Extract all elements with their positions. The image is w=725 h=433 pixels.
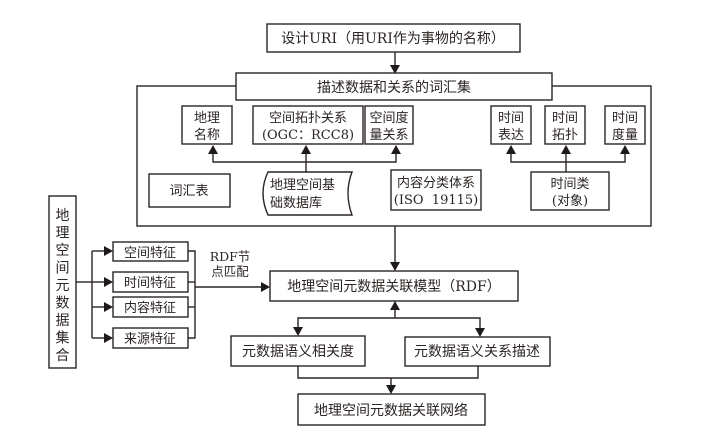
arrow-down <box>293 327 303 336</box>
arrow-down <box>386 385 396 394</box>
connector <box>188 250 196 339</box>
semantic-relation-label: 元数据语义关系描述 <box>414 344 540 360</box>
spatial-metric-line2: 量关系 <box>369 128 408 143</box>
arrow-down <box>475 328 485 337</box>
arrow-right <box>104 277 113 287</box>
time-topology-node: 时间 拓扑 <box>544 105 586 145</box>
metadata-set-char: 理 <box>56 226 70 242</box>
association-network-node: 地理空间元数据关联网络 <box>297 393 486 426</box>
spatial-metric-line1: 空间度 <box>369 110 408 126</box>
arrow-up <box>208 145 218 154</box>
feature-source-node: 来源特征 <box>112 327 189 349</box>
metadata-set-char: 数 <box>56 296 70 312</box>
time-metric-line1: 时间 <box>612 111 638 126</box>
content-taxonomy-line2: (ISO 19115) <box>394 193 478 208</box>
arrow-up <box>506 145 516 154</box>
place-name-line2: 名称 <box>194 127 220 143</box>
base-database-line2: 础数据库 <box>270 195 322 211</box>
semantic-relevance-label: 元数据语义相关度 <box>242 344 354 360</box>
connector <box>297 317 481 328</box>
time-class-line1: 时间类 <box>550 177 589 192</box>
time-class-node: 时间类 (对象) <box>530 171 610 211</box>
feature-content-label: 内容特征 <box>124 300 176 316</box>
uri-design-label: 设计URI（用URI作为事物的名称） <box>281 31 505 47</box>
metadata-set-char: 元 <box>56 278 70 294</box>
spatial-topology-node: 空间拓扑关系 (OGC：RCC8) <box>252 105 364 145</box>
base-database-line1: 地理空间基 <box>270 178 335 193</box>
metadata-set-char: 集 <box>56 330 70 347</box>
metadata-set-char: 合 <box>56 348 70 364</box>
metadata-set-char: 空 <box>56 243 70 259</box>
arrow-right <box>104 246 113 256</box>
uri-design-node: 设计URI（用URI作为事物的名称） <box>266 23 521 53</box>
spatial-topology-line1: 空间拓扑关系 <box>269 111 347 126</box>
time-topology-line1: 时间 <box>552 111 578 126</box>
association-network-label: 地理空间元数据关联网络 <box>314 403 468 419</box>
time-expression-node: 时间 表达 <box>490 105 532 145</box>
connector <box>510 153 626 163</box>
arrow-up <box>391 145 401 154</box>
metadata-set-char: 地 <box>56 208 70 224</box>
time-expression-line2: 表达 <box>498 128 524 143</box>
feature-spatial-node: 空间特征 <box>112 241 189 262</box>
arrow-right <box>261 282 270 292</box>
feature-temporal-node: 时间特征 <box>112 271 189 293</box>
feature-spatial-label: 空间特征 <box>124 246 176 261</box>
spatial-metric-node: 空间度 量关系 <box>364 105 414 145</box>
arrow-up <box>620 145 630 154</box>
vocab-header-node: 描述数据和关系的词汇集 <box>235 72 553 101</box>
rdf-model-node: 地理空间元数据关联模型（RDF） <box>269 270 519 302</box>
arrow-up <box>390 301 400 310</box>
vocab-header-label: 描述数据和关系的词汇集 <box>317 79 471 96</box>
arrow-up <box>301 145 311 154</box>
time-expression-line1: 时间 <box>498 111 524 126</box>
time-metric-node: 时间 度量 <box>604 105 646 145</box>
connector <box>297 366 479 379</box>
arrow-right <box>104 333 113 343</box>
time-topology-line2: 拓扑 <box>552 128 578 143</box>
arrow-right <box>104 302 113 312</box>
place-name-line1: 地理 <box>194 111 220 126</box>
glossary-label: 词汇表 <box>169 184 208 199</box>
rdf-match-label-line2: 点匹配 <box>211 264 249 279</box>
rdf-match-label-line1: RDF节 <box>210 249 251 264</box>
feature-source-label: 来源特征 <box>124 332 176 347</box>
spatial-topology-line2: (OGC：RCC8) <box>262 128 354 143</box>
arrow-down <box>390 262 400 271</box>
semantic-relation-node: 元数据语义关系描述 <box>404 336 551 367</box>
place-name-node: 地理 名称 <box>181 105 233 145</box>
time-metric-line2: 度量 <box>612 127 638 143</box>
metadata-set-char: 据 <box>56 313 70 329</box>
feature-content-node: 内容特征 <box>112 296 189 318</box>
feature-temporal-label: 时间特征 <box>124 276 176 291</box>
semantic-relevance-node: 元数据语义相关度 <box>230 335 366 367</box>
content-taxonomy-node: 内容分类体系 (ISO 19115) <box>390 169 482 211</box>
metadata-set-char: 间 <box>56 261 70 277</box>
arrow-up <box>561 145 571 154</box>
base-database-node: 地理空间基 础数据库 <box>262 171 354 216</box>
rdf-model-label: 地理空间元数据关联模型（RDF） <box>287 279 500 295</box>
content-taxonomy-line1: 内容分类体系 <box>397 175 475 191</box>
glossary-node: 词汇表 <box>148 173 231 208</box>
arrow-down <box>390 65 400 74</box>
time-class-line2: (对象) <box>552 194 588 209</box>
connector <box>212 153 397 163</box>
